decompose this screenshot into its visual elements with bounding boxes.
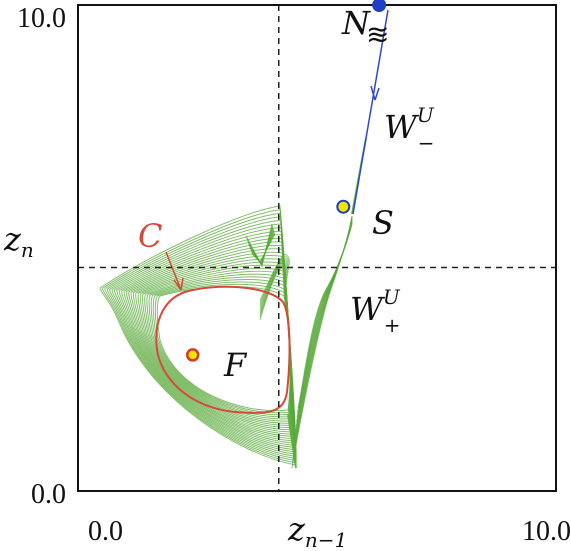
chaotic-attractor [99, 137, 367, 469]
attractor-strand [259, 260, 289, 310]
label-w-minus: WU− [384, 103, 435, 155]
unstable-manifold-w-minus [352, 9, 389, 215]
y-axis-label: zn [3, 220, 34, 262]
label-w-plus: WU+ [350, 285, 401, 337]
label-n: N [341, 4, 371, 42]
attractor-strand [297, 223, 353, 409]
point-s [336, 199, 351, 214]
point-f [185, 348, 200, 362]
limit-cycle-c [155, 285, 291, 414]
c-arrow [165, 251, 184, 291]
attractor-strand [251, 233, 276, 263]
label-s: S [372, 204, 394, 242]
attractor-strand [259, 258, 290, 307]
attractor-strand [154, 283, 291, 414]
x-tick-left: 0.0 [88, 516, 123, 547]
plot-frame [77, 4, 557, 492]
label-f: F [223, 346, 248, 384]
x-axis-label: zn−1 [287, 510, 347, 551]
point-n [372, 0, 387, 12]
attractor-strand [148, 276, 292, 420]
x-tick-right: 10.0 [522, 516, 571, 547]
label-n-mark: ≋ [366, 18, 389, 51]
label-c: C [138, 217, 162, 255]
y-tick-bottom: 0.0 [31, 479, 66, 510]
attractor-strand [287, 413, 297, 469]
y-tick-top: 10.0 [17, 3, 66, 34]
